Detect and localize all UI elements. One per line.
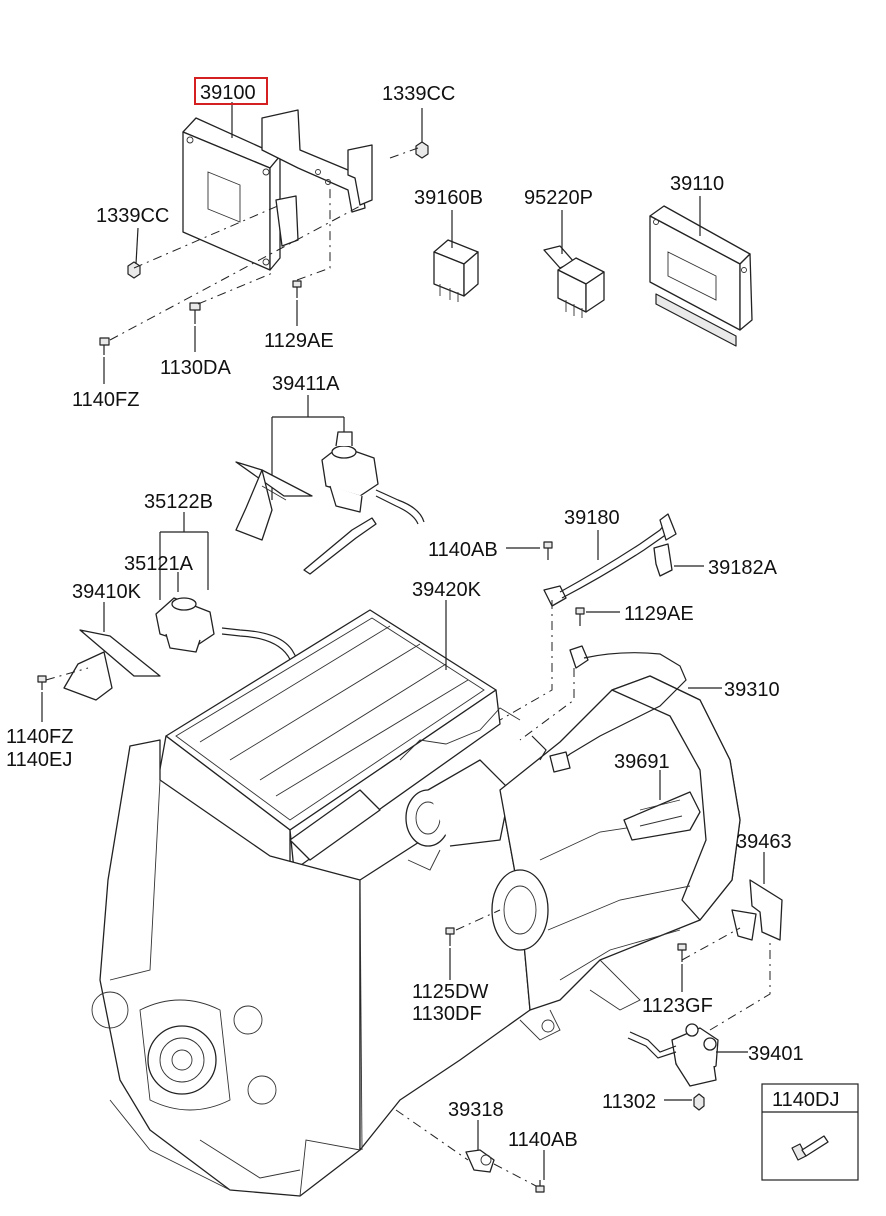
relay-95220p-part[interactable] [543, 245, 605, 318]
label-35122b[interactable]: 35122B [144, 491, 213, 513]
label-39401[interactable]: 39401 [748, 1043, 804, 1065]
label-1130df[interactable]: 1130DF [412, 1003, 482, 1025]
bolt-1129ae-top[interactable] [292, 280, 302, 298]
clip-39182a-part[interactable] [653, 543, 673, 577]
label-35121a[interactable]: 35121A [124, 553, 194, 575]
label-1140dj[interactable]: 1140DJ [772, 1089, 839, 1111]
label-39182a[interactable]: 39182A [708, 557, 778, 579]
bolt-1130da[interactable] [189, 302, 201, 324]
transmission-part [491, 675, 741, 1041]
label-1339cc-top[interactable]: 1339CC [382, 83, 455, 105]
bolt-1140fz-top[interactable] [99, 337, 110, 355]
bolt-1140ab-bottom[interactable] [535, 1180, 545, 1193]
label-39420k[interactable]: 39420K [412, 579, 482, 601]
label-1140fz-top[interactable]: 1140FZ [72, 389, 139, 411]
sensor-39401-part[interactable] [627, 1023, 719, 1087]
bolt-11302[interactable] [693, 1093, 705, 1111]
label-39410k[interactable]: 39410K [72, 581, 142, 603]
valve-39411a-part[interactable] [321, 431, 379, 513]
label-39691[interactable]: 39691 [614, 751, 670, 773]
label-1140fz-mid[interactable]: 1140FZ [6, 726, 73, 748]
bracket-39410k-part[interactable] [63, 629, 161, 701]
bracket-39691-part[interactable] [623, 791, 701, 841]
label-39310[interactable]: 39310 [724, 679, 780, 701]
selected-part-highlight [194, 77, 268, 105]
label-11302[interactable]: 11302 [602, 1091, 656, 1113]
bracket-39411a-part[interactable] [235, 461, 313, 541]
label-39318[interactable]: 39318 [448, 1099, 504, 1121]
label-1140ab-top[interactable]: 1140AB [428, 539, 498, 561]
label-1129ae-top[interactable]: 1129AE [264, 330, 334, 352]
label-39110[interactable]: 39110 [670, 173, 724, 195]
ecu-39100-part[interactable] [182, 117, 281, 271]
legend-box-1140dj [761, 1083, 859, 1181]
label-95220p[interactable]: 95220P [524, 187, 593, 209]
relay-39160b-part[interactable] [433, 239, 479, 302]
ecu-39110-part[interactable] [649, 205, 753, 347]
bolt-1140ab-top[interactable] [543, 541, 553, 560]
sensor-39318-part[interactable] [465, 1149, 495, 1173]
label-39411a[interactable]: 39411A [272, 373, 340, 395]
nut-1339cc-top[interactable] [415, 141, 429, 159]
label-39160b[interactable]: 39160B [414, 187, 483, 209]
label-1125dw[interactable]: 1125DW [412, 981, 488, 1003]
nut-1339cc-left[interactable] [127, 261, 141, 279]
valve-35121a-part[interactable] [155, 597, 215, 653]
bolt-1123gf[interactable] [677, 943, 687, 962]
bolt-1129ae-mid[interactable] [575, 607, 585, 626]
label-39463[interactable]: 39463 [736, 831, 792, 853]
label-1129ae-mid[interactable]: 1129AE [624, 603, 694, 625]
label-1130da[interactable]: 1130DA [160, 357, 231, 379]
label-39180[interactable]: 39180 [564, 507, 620, 529]
label-39100[interactable]: 39100 [200, 82, 256, 104]
bolt-1140fz-mid[interactable] [37, 675, 47, 690]
sensor-39180-part[interactable] [543, 513, 677, 607]
ecu-bracket-part[interactable] [261, 109, 373, 247]
label-1339cc-left[interactable]: 1339CC [96, 205, 169, 227]
label-1123gf[interactable]: 1123GF [642, 995, 713, 1017]
bolt-1125dw[interactable] [445, 927, 455, 946]
engine-block-part [91, 609, 531, 1197]
label-1140ej[interactable]: 1140EJ [6, 749, 72, 771]
label-1140ab-bottom[interactable]: 1140AB [508, 1129, 578, 1151]
bracket-39463-part[interactable] [731, 879, 783, 941]
sensor-39310-part[interactable] [549, 645, 687, 773]
